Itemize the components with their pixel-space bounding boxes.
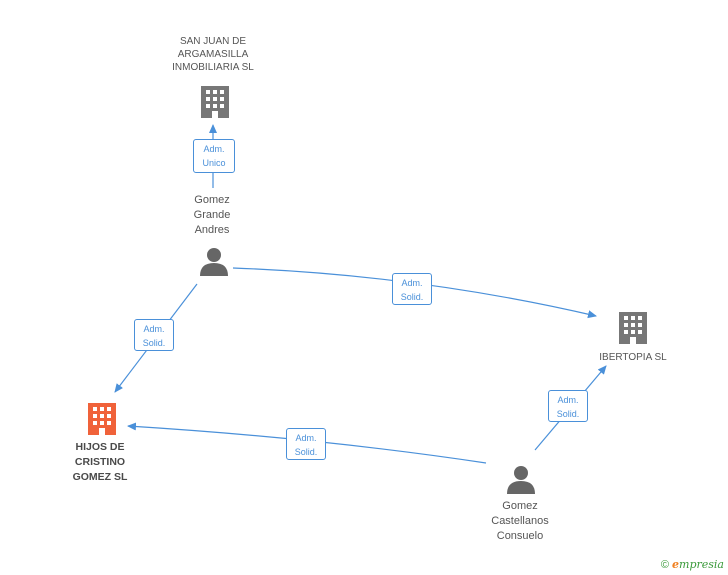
node-label-gomez-castellanos: Gomez Castellanos Consuelo — [491, 500, 549, 542]
person-icon — [200, 248, 228, 276]
person-icon — [507, 466, 535, 494]
edge-label-adm-solid: Adm. Solid. — [392, 273, 432, 305]
edge-label-adm-solid: Adm. Solid. — [134, 319, 174, 351]
copyright-symbol: © — [660, 559, 669, 571]
building-icon — [88, 403, 116, 435]
node-label-gomez-grande: Gomez Grande Andres — [193, 194, 231, 236]
edge-label-adm-unico: Adm. Unico — [193, 139, 235, 173]
copyright-brand: © empresia — [661, 558, 724, 571]
building-icon — [619, 312, 647, 344]
building-icon — [201, 86, 229, 118]
edge-label-adm-solid: Adm. Solid. — [286, 428, 326, 460]
edge-label-adm-solid: Adm. Solid. — [548, 390, 588, 422]
node-label-san-juan: SAN JUAN DE ARGAMASILLA INMOBILIARIA SL — [172, 36, 254, 73]
empresia-logo: empresia — [672, 558, 724, 571]
node-label-ibertopia: IBERTOPIA SL — [599, 352, 667, 363]
node-label-hijos-de-cristino: HIJOS DE CRISTINO GOMEZ SL — [72, 441, 128, 483]
